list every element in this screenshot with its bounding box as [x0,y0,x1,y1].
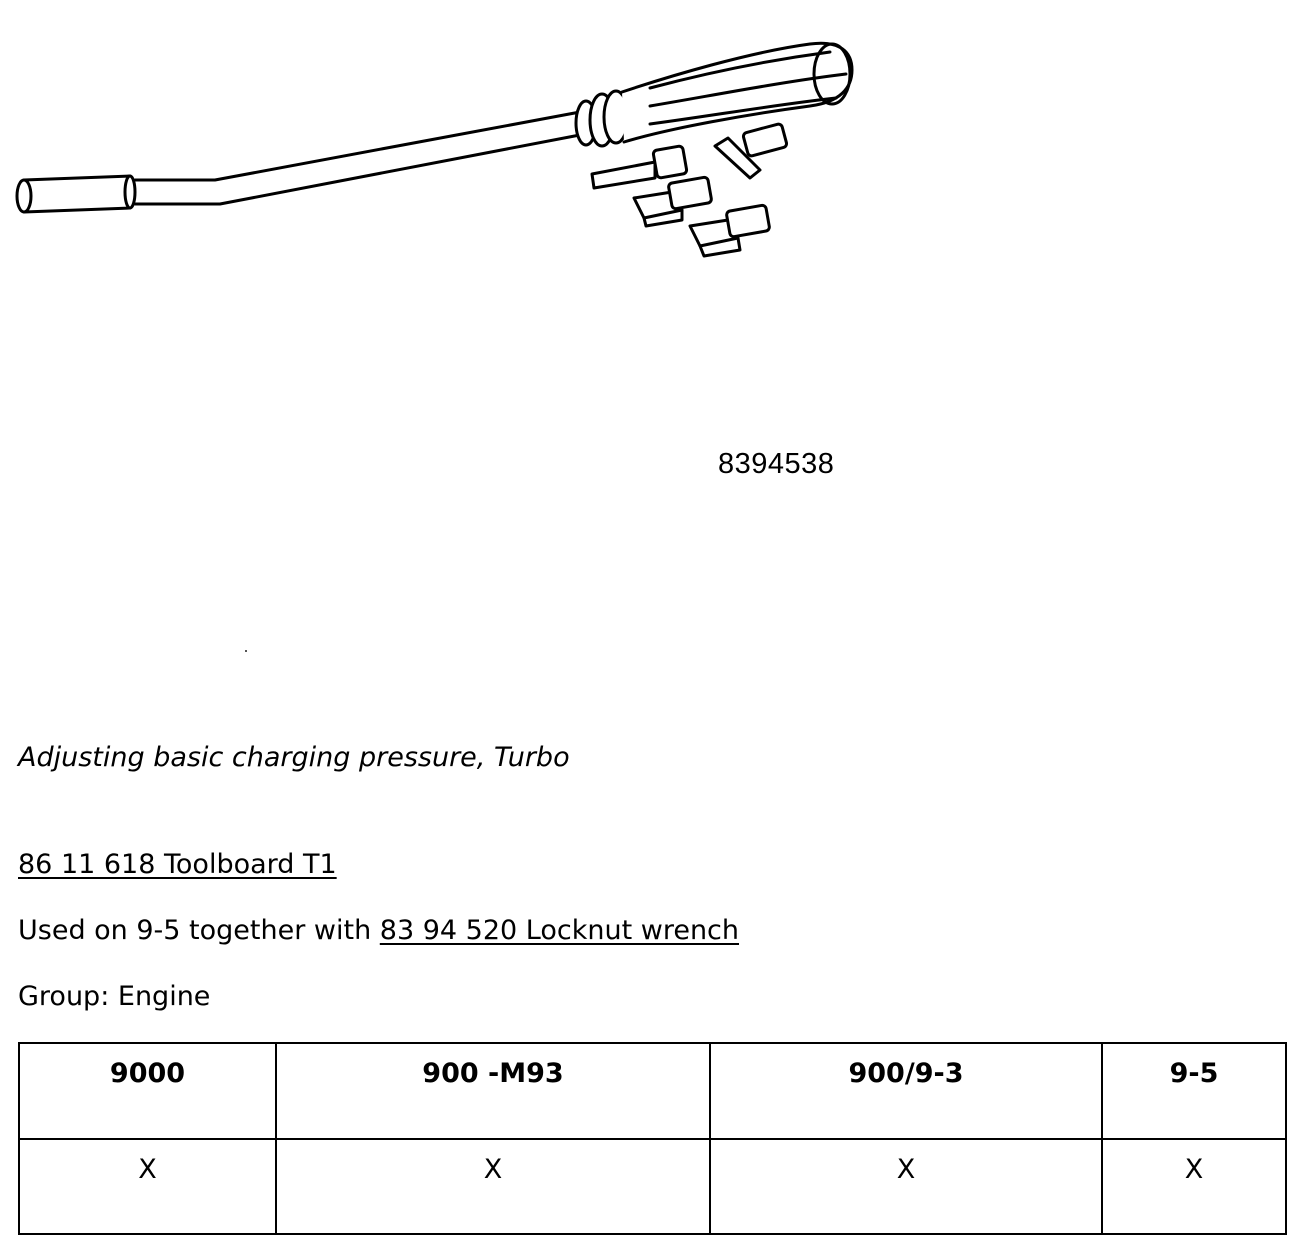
ferrule [574,89,630,148]
table-row: X X X X [18,1138,1287,1235]
shaft-tip [15,174,137,214]
table-cell: X [18,1138,277,1235]
group-line: Group: Engine [18,981,211,1012]
toolboard-link[interactable]: 86 11 618 Toolboard T1 [18,849,337,880]
tool-illustration [15,41,854,258]
toolboard-line: 86 11 618 Toolboard T1 [18,849,337,880]
table-cell: X [275,1138,711,1235]
table-header-cell: 9-5 [1101,1042,1287,1140]
table-cell: X [1101,1138,1287,1235]
used-on-line: Used on 9-5 together with 83 94 520 Lock… [18,915,739,946]
table-header-cell: 900 -M93 [275,1042,711,1140]
handle [620,41,854,144]
shaft [133,110,587,206]
used-on-prefix: Used on 9-5 together with [18,915,380,946]
tool-description: Adjusting basic charging pressure, Turbo [18,742,570,773]
tool-part-number: 8394538 [718,448,835,480]
table-header-cell: 9000 [18,1042,277,1140]
scan-speck [245,650,247,652]
table-header-row: 9000 900 -M93 900/9-3 9-5 [18,1042,1287,1140]
table-cell: X [709,1138,1103,1235]
adapter-bits [590,122,789,258]
model-compatibility-table: 9000 900 -M93 900/9-3 9-5 X X X X [18,1042,1287,1235]
table-header-cell: 900/9-3 [709,1042,1103,1140]
locknut-wrench-link[interactable]: 83 94 520 Locknut wrench [379,915,740,946]
